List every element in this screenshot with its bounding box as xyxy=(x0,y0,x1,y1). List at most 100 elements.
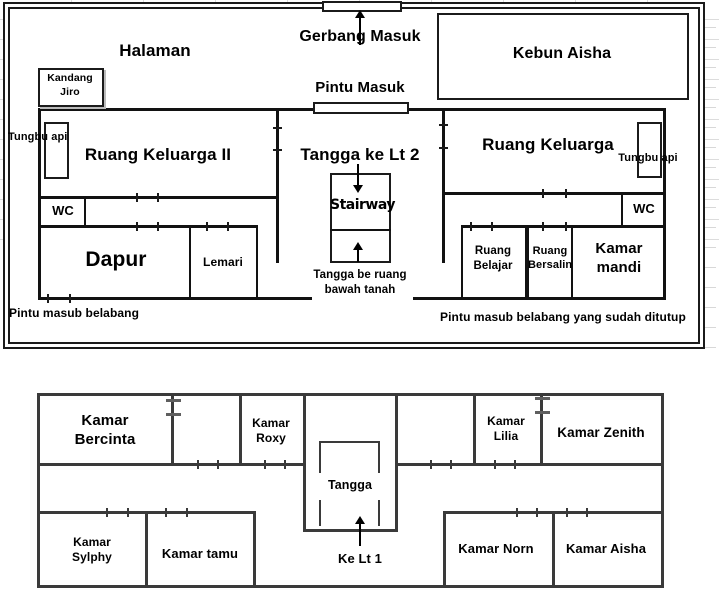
door-tick xyxy=(470,222,472,231)
door-tick xyxy=(536,508,538,517)
f1-left-wall xyxy=(38,108,41,300)
door-tick xyxy=(217,460,219,469)
door-tick xyxy=(69,294,71,303)
wc-right-label: WC xyxy=(633,201,655,216)
door-tick xyxy=(273,127,282,129)
door-tick xyxy=(227,222,229,231)
door-tick xyxy=(514,460,516,469)
fireplace-left xyxy=(44,122,69,179)
tangga-label: Tangga xyxy=(327,478,373,492)
f1-wc-right-wall xyxy=(621,192,623,227)
kandang-jiro-box xyxy=(38,68,104,107)
f2-stair-inner-left-lower xyxy=(319,500,321,526)
down-arrow-icon xyxy=(353,185,363,193)
f1-stairway-divider xyxy=(330,229,391,231)
gerbang-masuk-label: Gerbang Masuk xyxy=(299,28,421,45)
f1-bottom-wall-right xyxy=(413,297,666,300)
door-tick xyxy=(439,124,448,126)
kamar-aisha-label: Kamar Aisha xyxy=(565,541,647,556)
door-tick xyxy=(516,508,518,517)
f2-lilia-left-wall xyxy=(473,393,476,463)
f1-belajar-bersalin-wall xyxy=(525,225,529,300)
tungbu-api-right-label: Tungbu api xyxy=(618,152,678,164)
kamar-mandi-label: Kamar mandi xyxy=(595,240,643,277)
stairway-label: Stairway xyxy=(330,197,396,213)
door-tick xyxy=(450,460,452,469)
door-tick xyxy=(273,149,282,151)
lemari-label: Lemari xyxy=(203,255,243,269)
door-tick xyxy=(165,508,167,517)
f2-roxy-left-wall xyxy=(239,393,242,463)
entry-door-opening xyxy=(313,102,409,114)
door-tick xyxy=(206,222,208,231)
door-tick xyxy=(494,460,496,469)
kamar-roxy-label: Kamar Roxy xyxy=(252,416,290,446)
f1-bottom-wall-left xyxy=(38,297,312,300)
f2-stair-inner-left-upper xyxy=(319,441,321,473)
up-arrow-icon xyxy=(355,10,365,18)
door-tick xyxy=(186,508,188,517)
up-arrow-icon xyxy=(355,516,365,524)
tungbu-api-left-label: Tungbu api xyxy=(8,131,68,143)
kamar-tamu-label: Kamar tamu xyxy=(161,546,239,561)
f1-hall-left-wall xyxy=(276,110,279,263)
kebun-aisha-box xyxy=(437,13,689,100)
door-tick xyxy=(284,460,286,469)
f1-bersalin-right-wall xyxy=(571,225,573,300)
door-tick xyxy=(439,147,448,149)
halaman-label: Halaman xyxy=(119,41,191,60)
kamar-sylphy-label: Kamar Sylphy xyxy=(72,535,112,565)
kamar-lilia-label: Kamar Lilia xyxy=(487,414,525,444)
f2-norn-aisha-wall xyxy=(552,511,555,585)
door-tick xyxy=(586,508,588,517)
ruang-keluarga-label: Ruang Keluarga xyxy=(482,135,614,154)
door-tick xyxy=(535,411,550,414)
door-tick xyxy=(136,222,138,231)
f2-stair-room xyxy=(303,393,398,532)
f1-lemari-right-wall xyxy=(256,225,258,300)
fireplace-right xyxy=(637,122,662,178)
ke-lt1-arrow-line xyxy=(359,523,361,546)
f2-lilia-right-wall xyxy=(540,393,543,463)
door-tick xyxy=(47,294,49,303)
door-tick xyxy=(157,193,159,202)
door-tick xyxy=(106,508,108,517)
f2-bercinta-right-wall xyxy=(171,393,174,463)
door-tick xyxy=(542,189,544,198)
door-tick xyxy=(565,222,567,231)
ruang-bersalin-label: Ruang Bersalin xyxy=(528,245,573,272)
kamar-bercinta-label: Kamar Bercinta xyxy=(74,412,136,449)
spreadsheet-gridlines-right xyxy=(704,8,716,348)
f2-stair-inner-top xyxy=(319,441,380,443)
pintu-masuk-label: Pintu Masuk xyxy=(315,79,405,96)
f2-tamu-right-wall xyxy=(253,511,256,585)
kebun-aisha-label: Kebun Aisha xyxy=(512,45,612,62)
wc-left-label: WC xyxy=(52,203,74,218)
f1-right-wall xyxy=(663,108,666,300)
door-tick xyxy=(542,222,544,231)
stairs-down-arrow-line xyxy=(357,164,359,186)
door-tick xyxy=(127,508,129,517)
door-tick xyxy=(430,460,432,469)
door-tick xyxy=(157,222,159,231)
kandang-jiro-label: Kandang Jiro xyxy=(47,72,93,99)
dapur-label: Dapur xyxy=(85,248,147,271)
kamar-zenith-label: Kamar Zenith xyxy=(557,425,645,440)
door-tick xyxy=(264,460,266,469)
f2-norn-left-wall xyxy=(443,511,446,585)
door-tick xyxy=(566,508,568,517)
tangga-ke-lt2-label: Tangga ke Lt 2 xyxy=(300,145,420,164)
door-tick xyxy=(136,193,138,202)
f2-stair-inner-right-upper xyxy=(378,441,380,473)
ruang-belajar-label: Ruang Belajar xyxy=(473,245,513,272)
door-tick xyxy=(166,399,181,402)
kamar-norn-label: Kamar Norn xyxy=(458,541,534,556)
door-tick xyxy=(197,460,199,469)
f1-wc-left-wall xyxy=(84,196,86,227)
door-tick xyxy=(166,413,181,416)
tangga-basement-label: Tangga be ruang bawah tanah xyxy=(313,269,407,296)
up-arrow-icon xyxy=(353,242,363,250)
pintu-belakang-left-label: Pintu masub belabang xyxy=(9,306,140,320)
f1-belajar-left-wall xyxy=(461,225,463,300)
